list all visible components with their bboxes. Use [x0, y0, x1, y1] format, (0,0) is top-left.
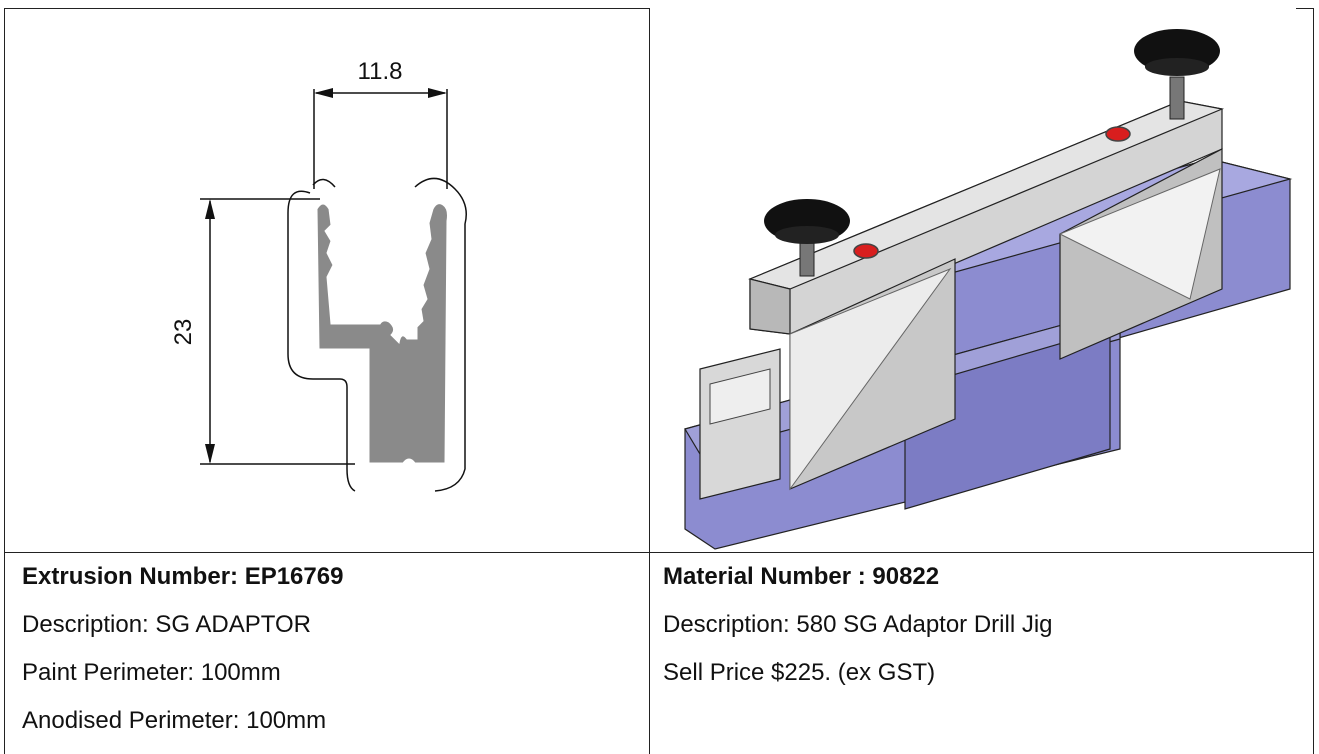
anodised-perimeter: Anodised Perimeter: 100mm — [22, 707, 327, 734]
table-border-left — [4, 8, 5, 754]
table-divider-horizontal — [4, 552, 1314, 553]
sell-price: Sell Price $225. (ex GST) — [663, 659, 936, 686]
extrusion-description: Description: SG ADAPTOR — [22, 611, 311, 638]
dimension-height-label: 23 — [170, 319, 197, 346]
table-border-right — [1313, 8, 1314, 754]
extrusion-number-heading: Extrusion Number: EP16769 — [22, 563, 344, 590]
table-border-top-right-stub — [1296, 8, 1314, 9]
extrusion-profile-drawing: 11.8 23 — [5, 9, 649, 552]
table-divider-vertical — [649, 8, 650, 754]
material-number-heading: Material Number : 90822 — [663, 563, 940, 590]
dimension-width-label: 11.8 — [358, 58, 403, 85]
material-description: Description: 580 SG Adaptor Drill Jig — [663, 611, 1053, 638]
drill-jig-illustration — [650, 9, 1313, 552]
paint-perimeter: Paint Perimeter: 100mm — [22, 659, 281, 686]
table-border-top-left — [4, 8, 649, 9]
